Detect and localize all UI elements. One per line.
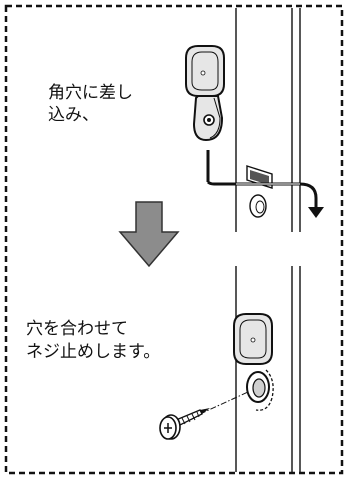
top-panel [185, 8, 324, 232]
bottom-panel [159, 266, 301, 472]
round-hole-top [249, 194, 267, 218]
bracket-top [185, 45, 225, 142]
step1-text-line1: 角穴に差し [48, 83, 133, 103]
round-hole-bottom [246, 369, 274, 411]
bracket-bottom [233, 313, 273, 365]
down-arrow-icon [118, 201, 180, 268]
curved-arrow-icon [206, 150, 324, 218]
step2-text-line1: 穴を合わせて [26, 319, 128, 339]
step2-text-line2: ネジ止めします。 [26, 342, 161, 362]
alignment-line [199, 391, 249, 415]
dashed-frame [4, 4, 344, 475]
step1-text-line2: 込み、 [48, 105, 99, 125]
screw-icon [159, 408, 210, 440]
